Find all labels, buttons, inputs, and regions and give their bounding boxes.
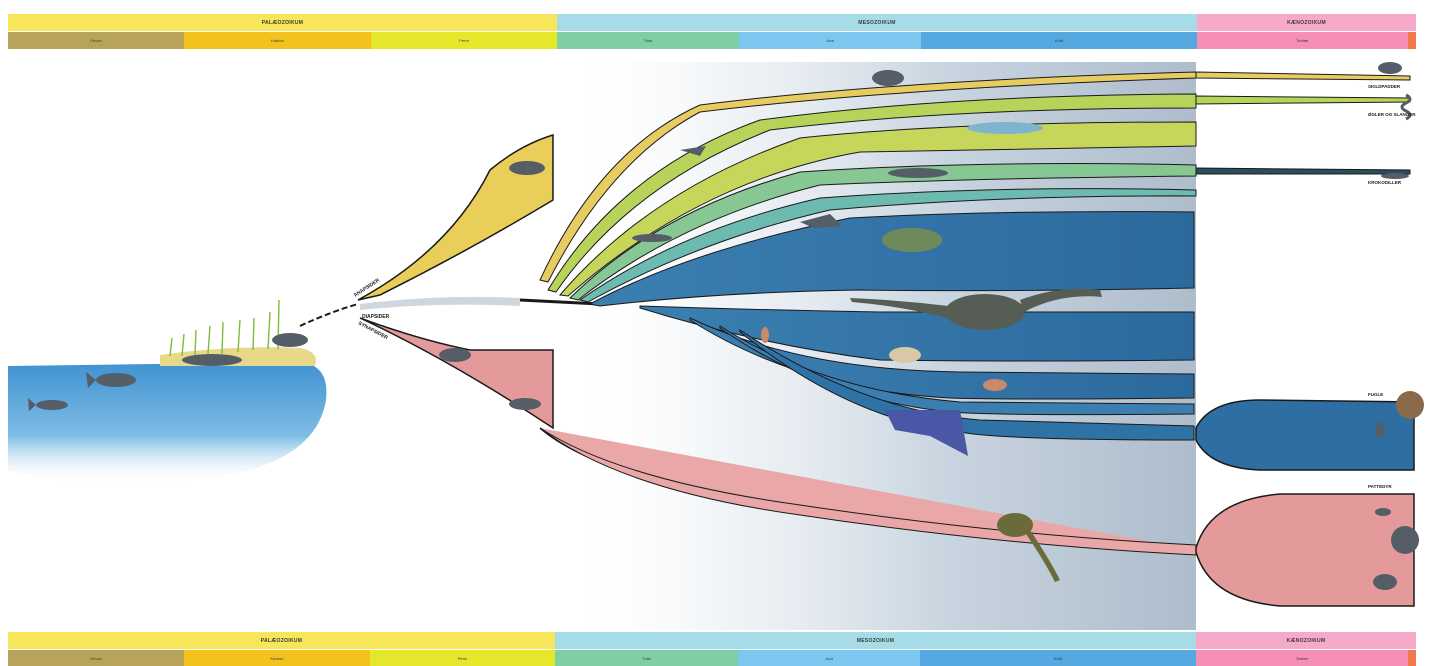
skildpadder-label: SKILDPADDER [1368, 84, 1401, 89]
synapsid-clade [360, 318, 553, 428]
oegler-slanger-label: ØGLER OG SLANGER [1368, 112, 1416, 117]
crocodiles-extant [1196, 168, 1410, 174]
synapsid-animal-icon-2 [509, 398, 541, 410]
ichthyosaur-icon [967, 122, 1043, 134]
diapsider-label: DIAPSIDER [362, 314, 390, 320]
stegosaur-icon [882, 228, 942, 252]
krokodiller-label: KROKODILLER [1368, 180, 1402, 185]
fugle-label: FUGLE [1368, 392, 1383, 397]
lizards-snakes-extant [1196, 96, 1410, 104]
amniote-stem [300, 304, 358, 326]
anapsid-clade [358, 135, 553, 300]
anapsid-animal-icon [509, 161, 545, 175]
theropod-icon [889, 347, 921, 363]
synapsid-animal-icon [439, 348, 471, 362]
devon-ocean [8, 347, 326, 485]
turtles-extant [1196, 72, 1410, 80]
pattedyr-label: PATTEDYR [1368, 484, 1392, 489]
